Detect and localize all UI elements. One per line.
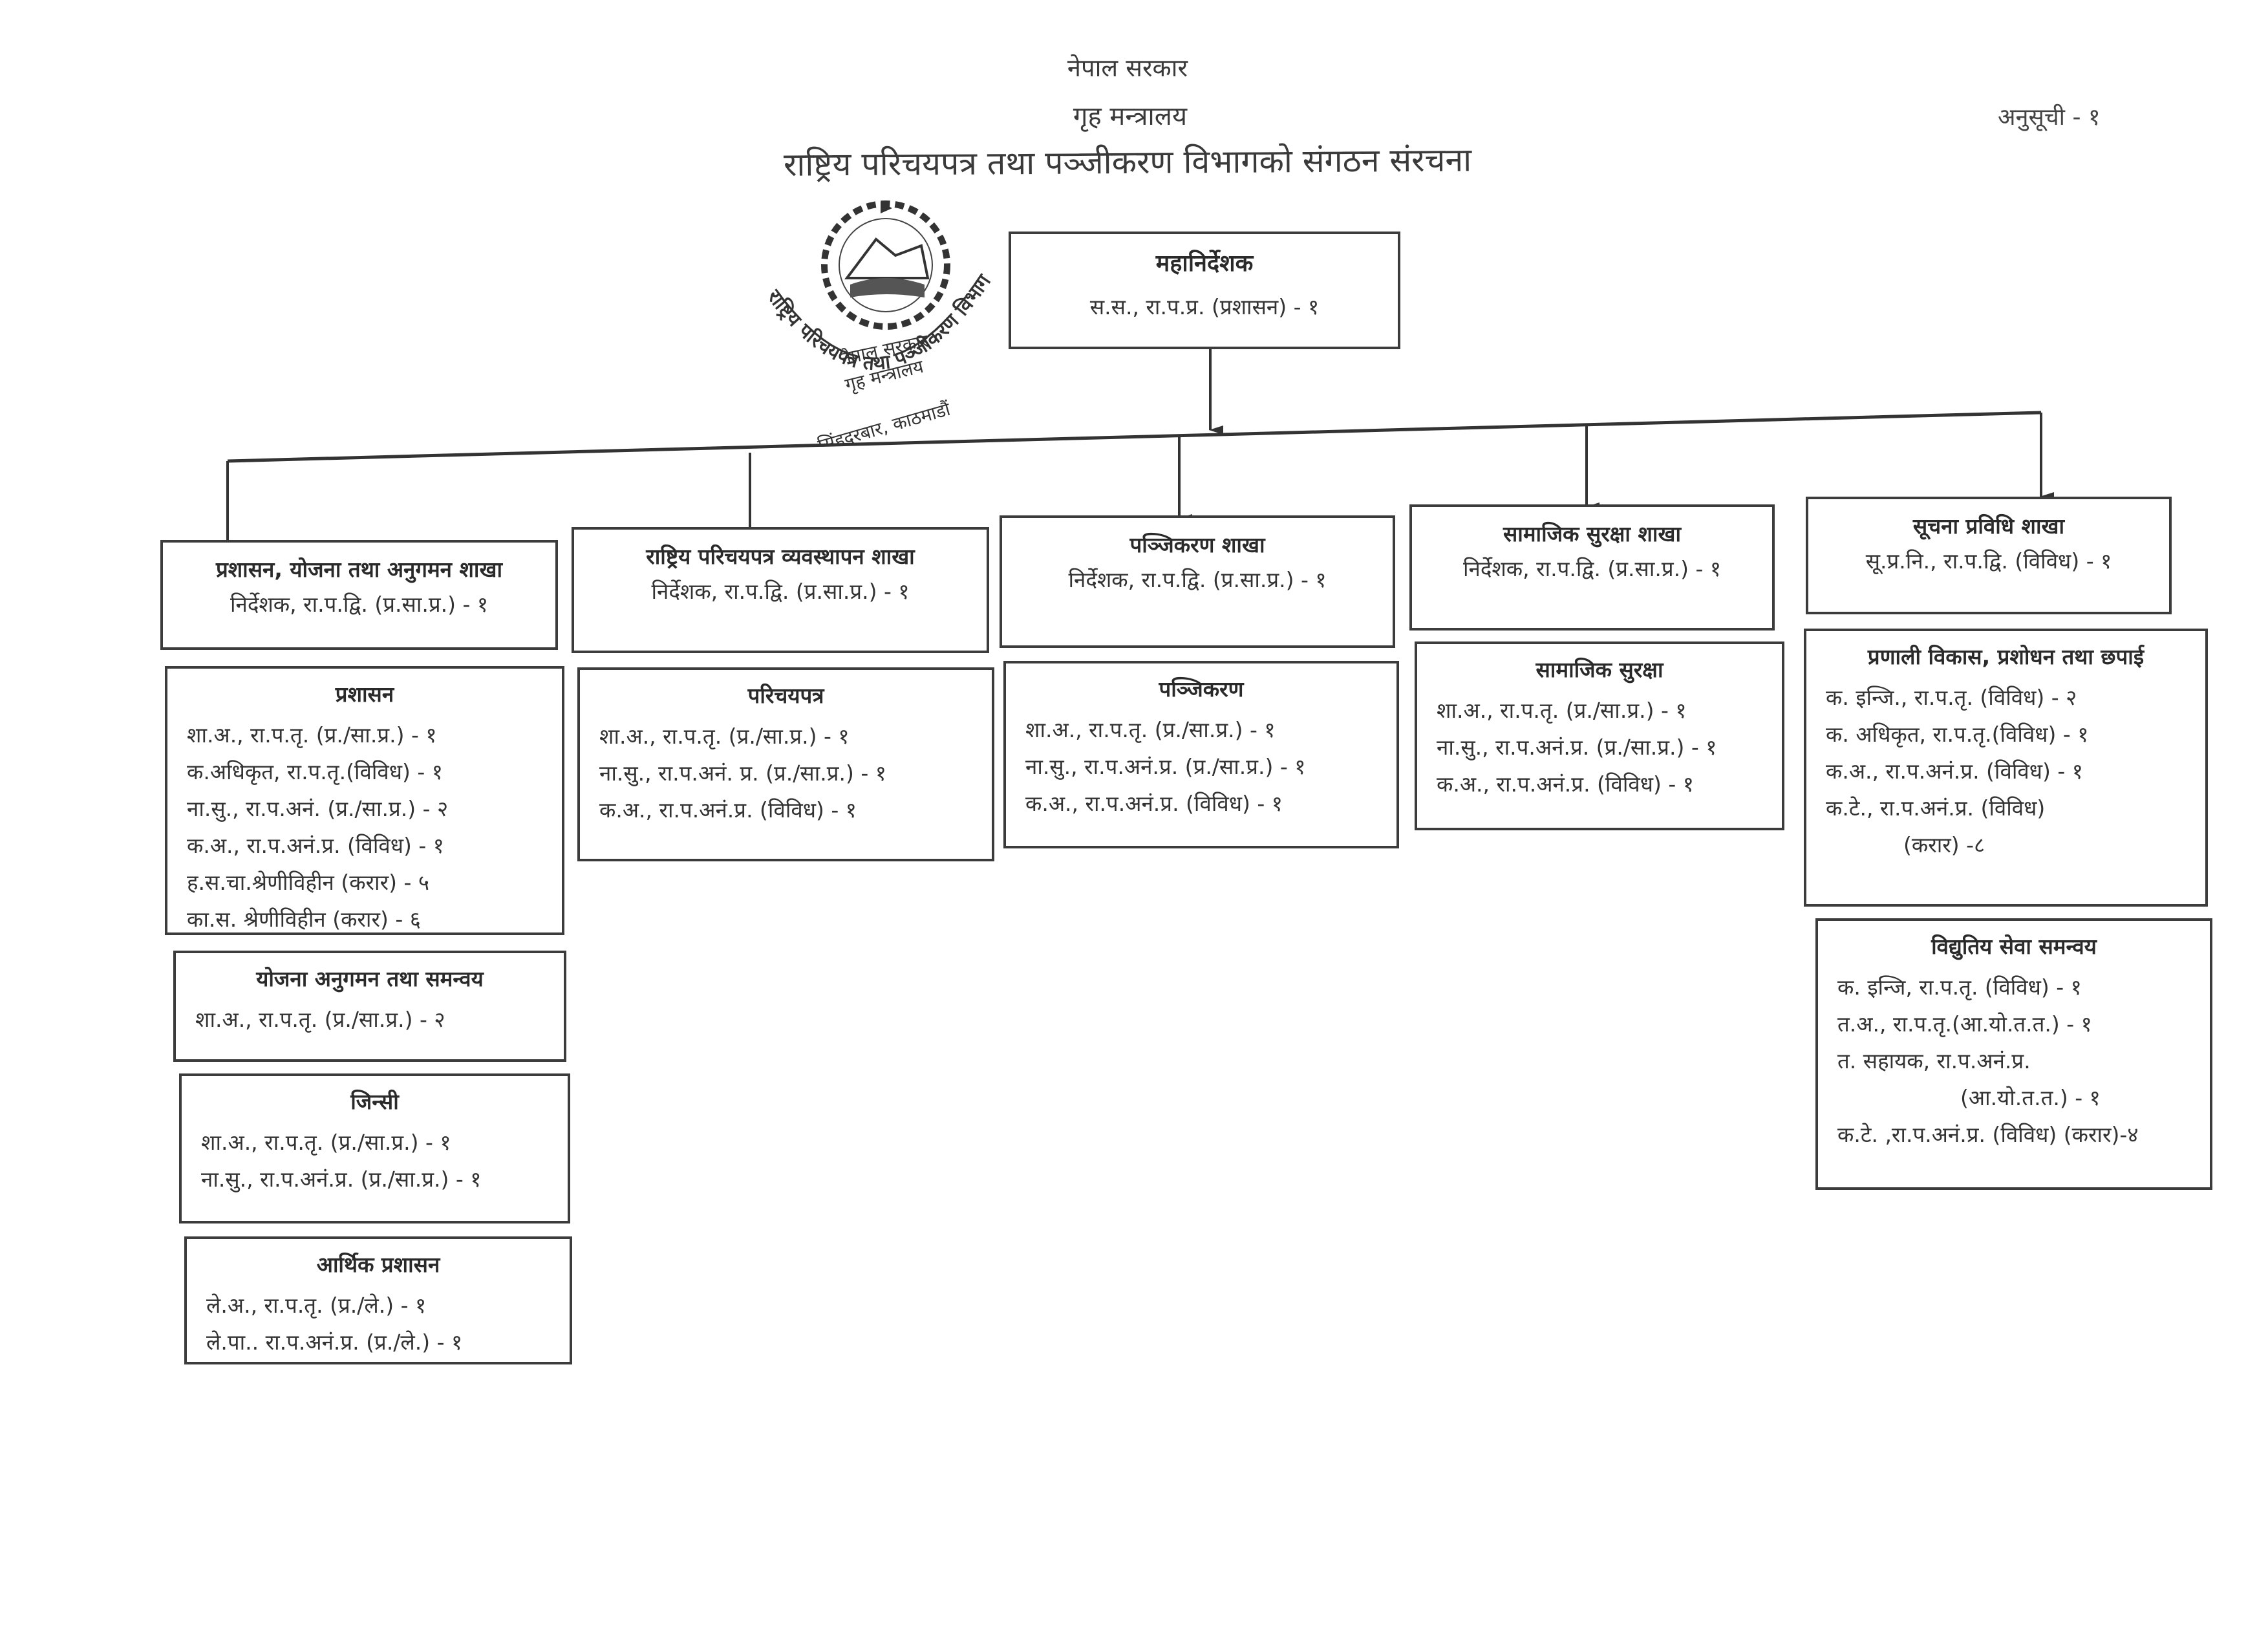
connector-bus: [227, 411, 2042, 463]
section-box-registration: पञ्जिकरण शा.अ., रा.प.तृ. (प्र./सा.प्र.) …: [1003, 661, 1399, 848]
section-post: ना.सु., रा.प.अनं. प्र. (प्र./सा.प्र.) - …: [599, 760, 886, 786]
section-title: सामाजिक सुरक्षा: [1535, 657, 1664, 682]
branch-head: निर्देशक, रा.प.द्वि. (प्र.सा.प्र.) - १: [1462, 556, 1722, 581]
branch-title: प्रशासन, योजना तथा अनुगमन शाखा: [215, 557, 503, 582]
section-title: जिन्सी: [350, 1089, 399, 1114]
section-post: क.अ., रा.प.अनं.प्र. (विविध) - १: [599, 797, 857, 823]
section-post: ले.पा.. रा.प.अनं.प्र. (प्र./ले.) - १: [206, 1330, 463, 1355]
section-post: क.अ., रा.प.अनं.प्र. (विविध) - १: [1025, 791, 1283, 816]
government-heading: नेपाल सरकार: [1067, 54, 1188, 82]
section-post: शा.अ., रा.प.तृ. (प्र./सा.प्र.) - १: [201, 1130, 451, 1155]
section-post: शा.अ., रा.प.तृ. (प्र./सा.प्र.) - १: [1025, 717, 1276, 742]
branch-head: सू.प्र.नि., रा.प.द्वि. (विविध) - १: [1865, 548, 2112, 574]
section-post: क. अधिकृत, रा.प.तृ.(विविध) - १: [1826, 722, 2089, 747]
branch-box-administration: प्रशासन, योजना तथा अनुगमन शाखा निर्देशक,…: [160, 540, 558, 650]
section-title: पञ्जिकरण: [1159, 676, 1244, 702]
section-post: ना.सु., रा.प.अनं.प्र. (प्र./सा.प्र.) - १: [1437, 735, 1717, 760]
nepal-emblem-icon: राष्ट्रिय परिचयपत्र तथा पञ्जीकरण विभाग न…: [762, 200, 996, 457]
section-post: क.टे., रा.प.अनं.प्र. (विविध): [1826, 795, 2046, 821]
section-post: का.स. श्रेणीविहीन (करार) - ६: [187, 907, 421, 932]
branch-title: सामाजिक सुरक्षा शाखा: [1503, 521, 1682, 546]
section-post: शा.अ., रा.प.तृ. (प्र./सा.प्र.) - १: [187, 722, 437, 748]
section-title: प्रशासन: [335, 682, 394, 707]
section-box-financial-administration: आर्थिक प्रशासन ले.अ., रा.प.तृ. (प्र./ले.…: [184, 1236, 572, 1364]
section-box-id-card: परिचयपत्र शा.अ., रा.प.तृ. (प्र./सा.प्र.)…: [577, 667, 994, 861]
section-post: क.अधिकृत, रा.प.तृ.(विविध) - १: [187, 759, 443, 784]
annex-label: अनुसूची - १: [1998, 104, 2101, 131]
branch-title: सूचना प्रविधि शाखा: [1912, 513, 2065, 539]
section-post: (आ.यो.त.त.) - १: [1960, 1085, 2101, 1110]
section-post: त.अ., रा.प.तृ.(आ.यो.त.त.) - १: [1837, 1011, 2092, 1037]
director-general-post: स.स., रा.प.प्र. (प्रशासन) - १: [1089, 294, 1320, 319]
section-post: ना.सु., रा.प.अनं.प्र. (प्र./सा.प्र.) - १: [1025, 754, 1306, 779]
section-post: ले.अ., रा.प.तृ. (प्र./ले.) - १: [206, 1293, 427, 1318]
section-box-social-security: सामाजिक सुरक्षा शा.अ., रा.प.तृ. (प्र./सा…: [1415, 641, 1784, 830]
section-box-electronic-service: विद्युतिय सेवा समन्वय क. इन्जि, रा.प.तृ.…: [1815, 918, 2212, 1190]
branch-box-social-security: सामाजिक सुरक्षा शाखा निर्देशक, रा.प.द्वि…: [1409, 504, 1775, 630]
ministry-heading: गृह मन्त्रालय: [1073, 102, 1188, 131]
branch-title: पञ्जिकरण शाखा: [1129, 532, 1265, 557]
director-general-title: महानिर्देशक: [1155, 250, 1254, 277]
section-post: शा.अ., रा.प.तृ. (प्र./सा.प्र.) - २: [195, 1007, 445, 1032]
section-post: त. सहायक, रा.प.अनं.प्र.: [1837, 1048, 2031, 1073]
section-post: ना.सु., रा.प.अनं. (प्र./सा.प्र.) - २: [187, 796, 449, 821]
branch-head: निर्देशक, रा.प.द्वि. (प्र.सा.प्र.) - १: [1068, 567, 1327, 592]
section-post: ह.स.चा.श्रेणीविहीन (करार) - ५: [187, 870, 430, 895]
section-box-system-development: प्रणाली विकास, प्रशोधन तथा छपाई क. इन्जि…: [1804, 629, 2208, 907]
section-box-inventory: जिन्सी शा.अ., रा.प.तृ. (प्र./सा.प्र.) - …: [179, 1073, 570, 1223]
branch-box-national-id: राष्ट्रिय परिचयपत्र व्यवस्थापन शाखा निर्…: [572, 527, 989, 653]
branch-title: राष्ट्रिय परिचयपत्र व्यवस्थापन शाखा: [646, 544, 915, 569]
section-title: योजना अनुगमन तथा समन्वय: [256, 966, 484, 991]
section-box-administration: प्रशासन शा.अ., रा.प.तृ. (प्र./सा.प्र.) -…: [165, 666, 564, 935]
section-post: क.अ., रा.प.अनं.प्र. (विविध) - १: [1826, 759, 2083, 784]
branch-box-registration: पञ्जिकरण शाखा निर्देशक, रा.प.द्वि. (प्र.…: [1000, 515, 1395, 648]
section-title: परिचयपत्र: [747, 683, 824, 708]
section-post: शा.अ., रा.प.तृ. (प्र./सा.प्र.) - १: [1437, 698, 1687, 723]
section-title: विद्युतिय सेवा समन्वय: [1931, 934, 2097, 959]
section-box-planning-monitoring: योजना अनुगमन तथा समन्वय शा.अ., रा.प.तृ. …: [173, 951, 566, 1062]
section-post: क. इन्जि, रा.प.तृ. (विविध) - १: [1837, 975, 2082, 1000]
section-post: क. इन्जि., रा.प.तृ. (विविध) - २: [1826, 685, 2077, 710]
section-title: प्रणाली विकास, प्रशोधन तथा छपाई: [1867, 644, 2145, 669]
section-post: क.अ., रा.प.अनं.प्र. (विविध) - १: [1437, 771, 1694, 797]
branch-box-information-technology: सूचना प्रविधि शाखा सू.प्र.नि., रा.प.द्वि…: [1806, 497, 2172, 614]
section-post: ना.सु., रा.प.अनं.प्र. (प्र./सा.प्र.) - १: [201, 1167, 482, 1192]
department-seal: राष्ट्रिय परिचयपत्र तथा पञ्जीकरण विभाग न…: [737, 194, 1034, 457]
director-general-box: महानिर्देशक स.स., रा.प.प्र. (प्रशासन) - …: [1009, 232, 1400, 349]
section-post: क.टे. ,रा.प.अनं.प्र. (विविध) (करार)-४: [1837, 1122, 2139, 1147]
branch-head: निर्देशक, रा.प.द्वि. (प्र.सा.प्र.) - १: [230, 592, 489, 617]
branch-head: निर्देशक, रा.प.द्वि. (प्र.सा.प्र.) - १: [651, 579, 910, 604]
section-title: आर्थिक प्रशासन: [316, 1252, 440, 1277]
section-post: (करार) -८: [1903, 832, 1985, 857]
section-post: क.अ., रा.प.अनं.प्र. (विविध) - १: [187, 833, 444, 858]
section-post: शा.अ., रा.प.तृ. (प्र./सा.प्र.) - १: [599, 724, 850, 749]
